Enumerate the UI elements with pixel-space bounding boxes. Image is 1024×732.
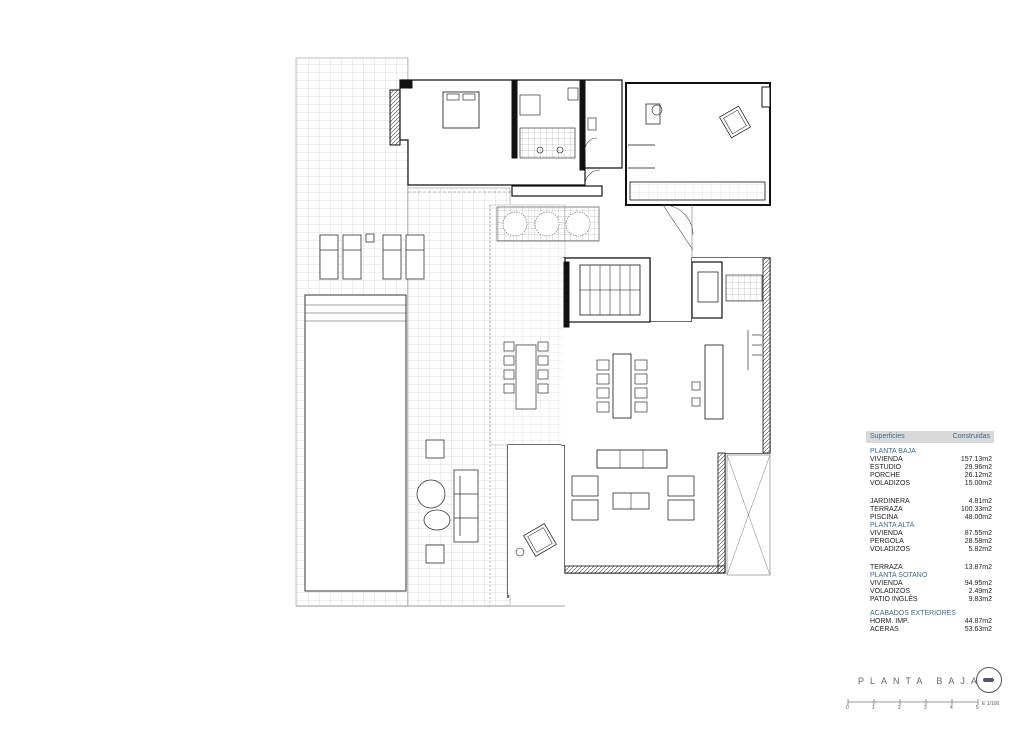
row-label: ESTUDIO <box>870 464 902 471</box>
row-label: VIVIENDA <box>870 530 903 537</box>
table-row: ESTUDIO 29.96m2 <box>866 464 994 472</box>
table-row: VIVIENDA 87.55m2 <box>866 530 994 538</box>
planter <box>496 206 600 242</box>
row-value: 29.96m2 <box>964 464 992 471</box>
swimming-pool <box>304 294 407 592</box>
row-value: 9.83m2 <box>968 596 992 603</box>
scale-tick-0: 0 <box>846 705 849 711</box>
section-planta-alta: PLANTA ALTA VIVIENDA 87.55m2 PERGOLA 28.58… <box>866 522 994 554</box>
drawing-title: PLANTA BAJA <box>858 676 983 686</box>
row-value: 28.58m2 <box>964 538 992 545</box>
table-row: PATIO INGLÉS 9.83m2 <box>866 596 994 604</box>
section-title: PLANTA ALTA <box>870 522 915 529</box>
section-terraza-alta: TERRAZA 13.87m2 <box>866 564 994 572</box>
table-row: VOLADIZOS 15.00m2 <box>866 480 994 488</box>
scale-tick-1: 1 <box>872 705 875 711</box>
row-label: TERRAZA <box>870 564 903 571</box>
sun-loungers <box>319 233 425 280</box>
table-row: JARDINERA 4.81m2 <box>866 498 994 506</box>
row-label: JARDINERA <box>870 498 910 505</box>
row-value: 48.00m2 <box>964 514 992 521</box>
row-label: PISCINA <box>870 514 899 521</box>
table-row: HORM. IMP. 44.87m2 <box>866 618 994 626</box>
north-arrow-icon <box>976 667 1002 693</box>
row-label: VOLADIZOS <box>870 480 911 487</box>
scale-tick-3: 3 <box>924 705 927 711</box>
row-value: 87.55m2 <box>964 530 992 537</box>
header-built: Construidas <box>952 433 990 440</box>
surfaces-table: Superficies Construidas PLANTA BAJA VIVI… <box>866 431 994 634</box>
scale-tick-4: 4 <box>950 705 953 711</box>
scale-label: E 1/100 <box>982 701 1000 707</box>
row-label: VIVIENDA <box>870 456 903 463</box>
table-row: TERRAZA 100.33m2 <box>866 506 994 514</box>
row-label: PORCHE <box>870 472 900 479</box>
bedroom-wing <box>389 79 623 197</box>
section-planta-baja: PLANTA BAJA VIVIENDA 157.13m2 ESTUDIO 29.9… <box>866 448 994 488</box>
outdoor-lounge-furniture <box>416 439 479 564</box>
study-room <box>584 82 771 251</box>
row-label: VOLADIZOS <box>870 588 911 595</box>
row-value: 157.13m2 <box>960 456 992 463</box>
table-row: VIVIENDA 157.13m2 <box>866 456 994 464</box>
table-row: VIVIENDA 94.95m2 <box>866 580 994 588</box>
scale-bar <box>847 699 979 705</box>
row-value: 53.63m2 <box>964 626 992 633</box>
outdoor-dining-table <box>503 341 549 410</box>
section-title: ACABADOS EXTERIORES <box>870 610 956 617</box>
row-value: 94.95m2 <box>964 580 992 587</box>
table-row: TERRAZA 13.87m2 <box>866 564 994 572</box>
scale-tick-2: 2 <box>898 705 901 711</box>
row-value: 44.87m2 <box>964 618 992 625</box>
row-value: 13.87m2 <box>964 564 992 571</box>
surfaces-table-header: Superficies Construidas <box>866 431 994 443</box>
table-row: PISCINA 48.00m2 <box>866 514 994 522</box>
row-label: ACERAS <box>870 626 899 633</box>
row-value: 2.49m2 <box>968 588 992 595</box>
section-exterior-baja: JARDINERA 4.81m2 TERRAZA 100.33m2 PISCINA 4… <box>866 498 994 522</box>
section-planta-sotano: PLANTA SOTANO VIVIENDA 94.95m2 VOLADIZOS 2… <box>866 572 994 604</box>
row-label: VIVIENDA <box>870 580 903 587</box>
row-value: 100.33m2 <box>960 506 992 513</box>
row-value: 5.82m2 <box>968 546 992 553</box>
section-title: PLANTA SOTANO <box>870 572 928 579</box>
row-label: VOLADIZOS <box>870 546 911 553</box>
section-acabados-exteriores: ACABADOS EXTERIORES HORM. IMP. 44.87m2 AC… <box>866 610 994 634</box>
row-value: 15.00m2 <box>964 480 992 487</box>
table-row: VOLADIZOS 5.82m2 <box>866 546 994 554</box>
main-living-area <box>507 205 771 598</box>
row-value: 4.81m2 <box>968 498 992 505</box>
table-row: PORCHE 26.12m2 <box>866 472 994 480</box>
row-label: HORM. IMP. <box>870 618 909 625</box>
row-label: TERRAZA <box>870 506 903 513</box>
table-row: ACERAS 53.63m2 <box>866 626 994 634</box>
header-surfaces: Superficies <box>870 433 905 440</box>
scale-tick-5: 5 <box>976 705 979 711</box>
row-label: PERGOLA <box>870 538 904 545</box>
section-title: PLANTA BAJA <box>870 448 916 455</box>
row-value: 26.12m2 <box>964 472 992 479</box>
table-row: PERGOLA 28.58m2 <box>866 538 994 546</box>
row-label: PATIO INGLÉS <box>870 596 918 603</box>
table-row: VOLADIZOS 2.49m2 <box>866 588 994 596</box>
